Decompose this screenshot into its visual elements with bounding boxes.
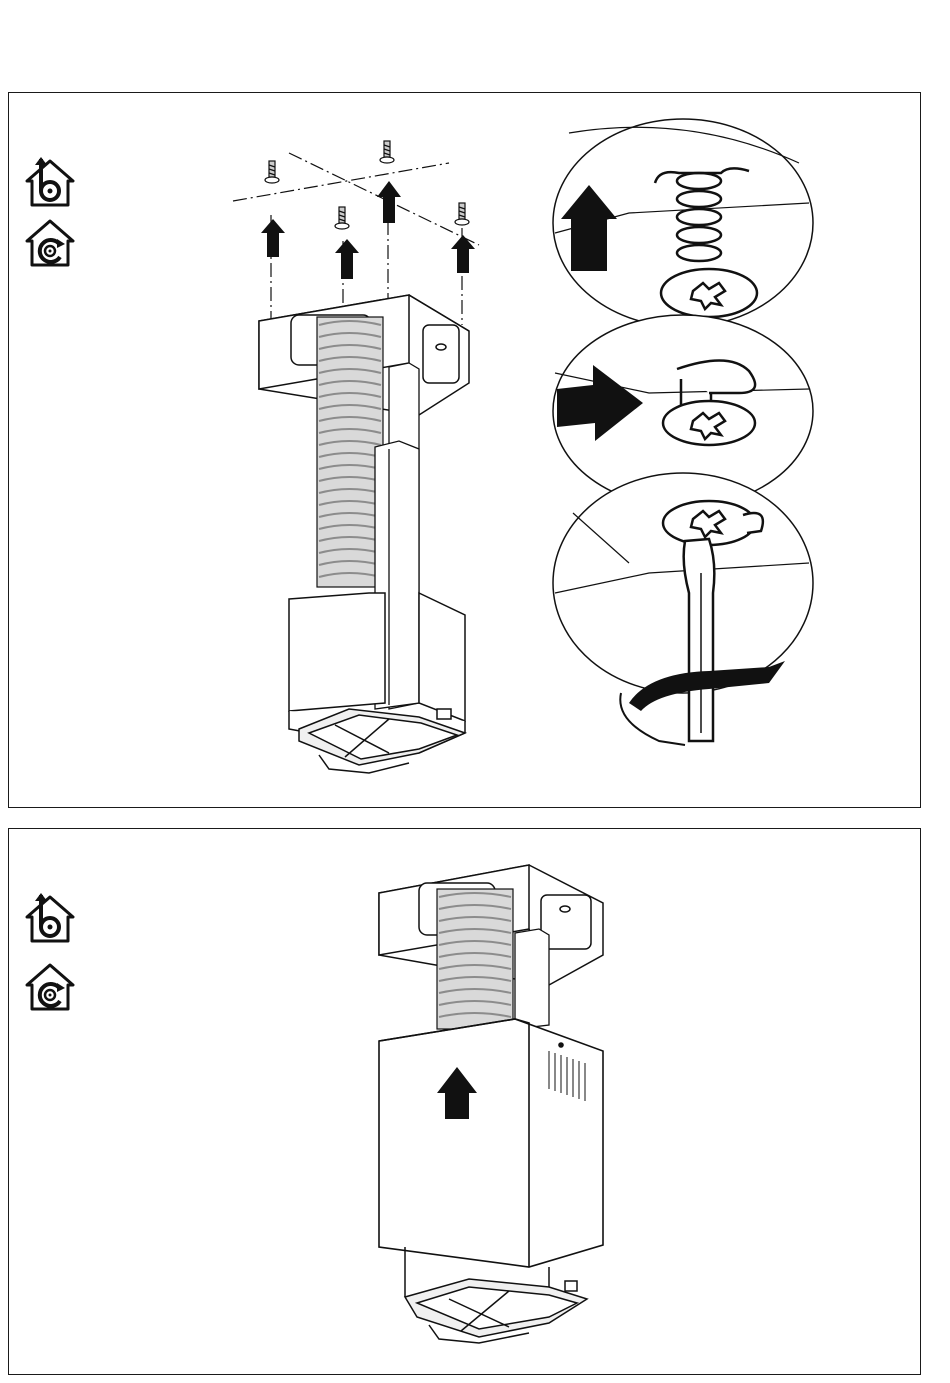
screwdriver-turn-detail: [553, 473, 813, 745]
arrow-up-icon: [261, 181, 475, 279]
step-panel-raise-cover: [8, 828, 921, 1375]
hood-chimney-exploded-drawing: [9, 93, 922, 809]
chimney-cover: [379, 1019, 603, 1267]
hood-body: [289, 593, 465, 773]
screw-lift-detail: [553, 119, 813, 327]
step-panel-remove-screws: [8, 92, 921, 808]
hood-assembled-drawing: [9, 829, 922, 1376]
flexible-duct: [317, 317, 383, 587]
screw-icon: [265, 141, 469, 229]
